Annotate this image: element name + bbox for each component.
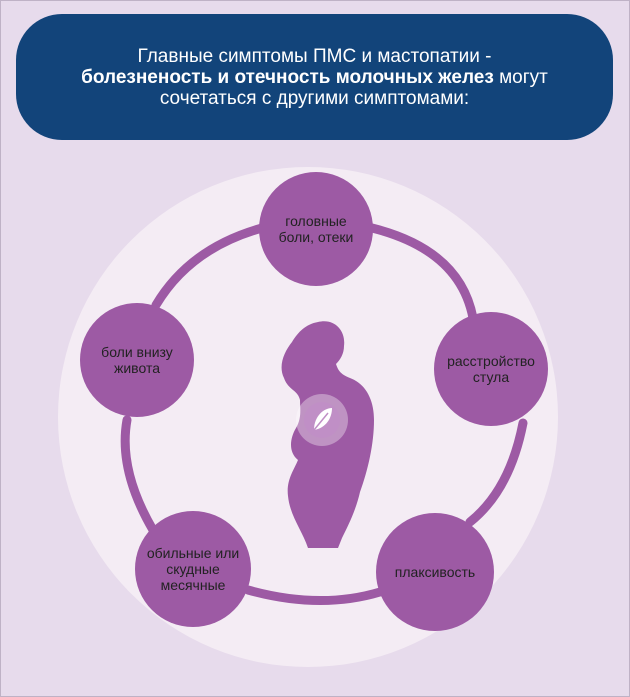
symptom-node-headache: головные боли, отеки — [259, 172, 373, 286]
header-line-plain-1: Главные симптомы ПМС и мастопатии - — [137, 45, 492, 67]
header-banner: Главные симптомы ПМС и мастопатии - боле… — [16, 14, 613, 140]
symptom-node-abdominal-pain: боли внизу живота — [80, 303, 194, 417]
symptom-label-headache: головные боли, отеки — [278, 213, 354, 245]
woman-silhouette-icon — [281, 321, 374, 548]
symptom-node-menstruation: обильные или скудные месячные — [135, 511, 251, 627]
header-line-bold: болезненость и отечность молочных желез — [81, 66, 494, 88]
symptom-label-menstruation: обильные или скудные месячные — [146, 545, 240, 593]
header-text: Главные симптомы ПМС и мастопатии - боле… — [80, 46, 550, 109]
symptom-node-stool: расстройство стула — [434, 312, 548, 426]
symptom-label-abdominal-pain: боли внизу живота — [101, 344, 173, 376]
symptom-node-tearfulness: плаксивость — [376, 513, 494, 631]
symptom-label-tearfulness: плаксивость — [394, 564, 476, 580]
symptom-label-stool: расстройство стула — [447, 353, 535, 385]
header-line-plain-2: могут сочетаться с другими симптомами: — [159, 66, 548, 109]
